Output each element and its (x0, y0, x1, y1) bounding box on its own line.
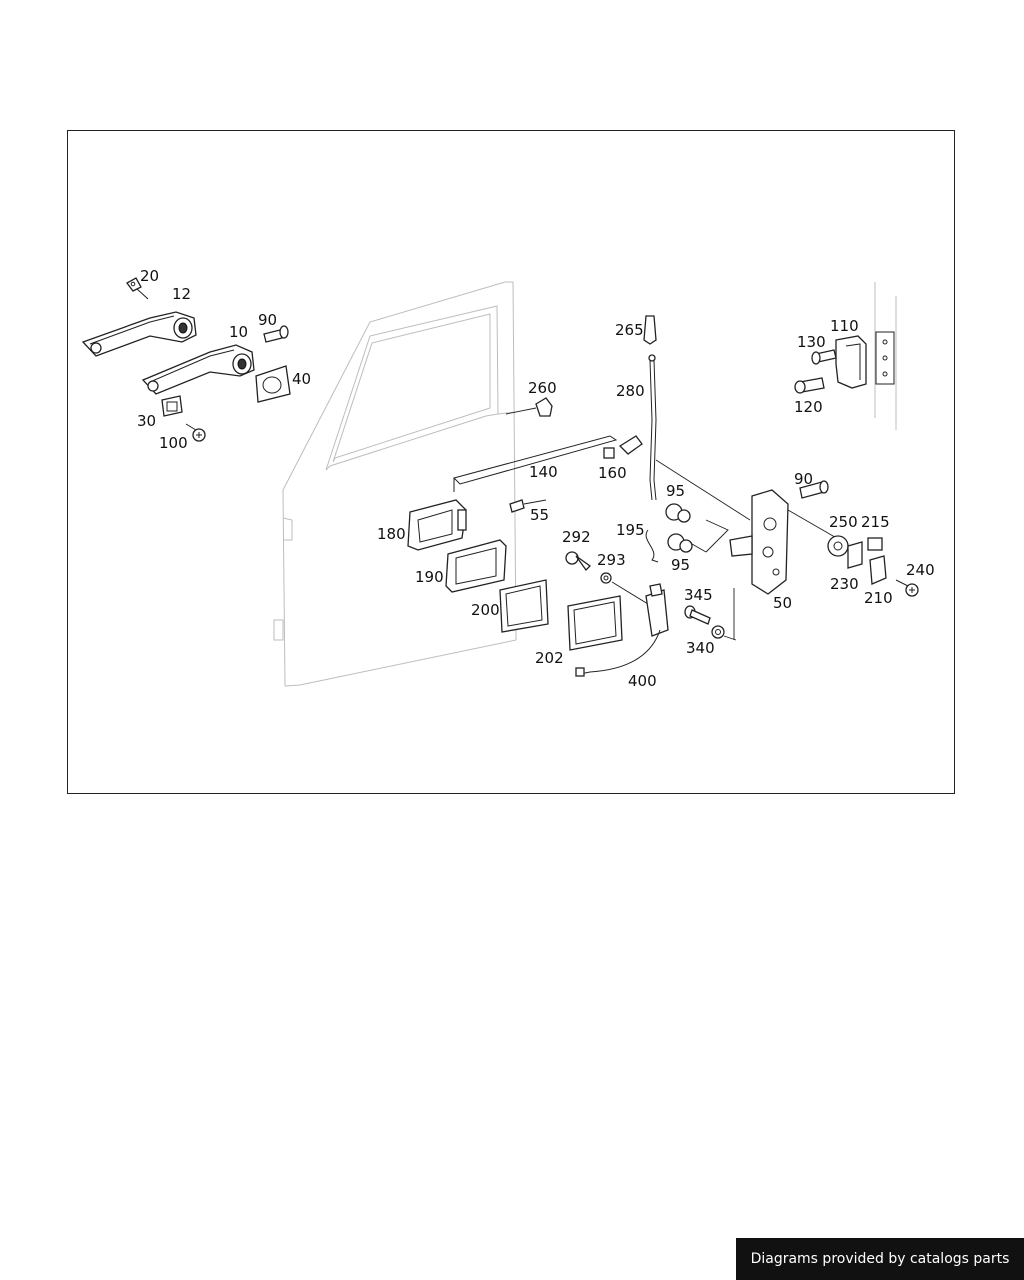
callout-230: 230 (830, 575, 859, 593)
lock-knob-part-265 (643, 315, 657, 345)
pin-part-55 (509, 499, 547, 513)
door-outline (273, 281, 517, 687)
callout-110: 110 (830, 317, 859, 335)
seal-part-202 (567, 595, 623, 651)
clip-part-260 (505, 397, 553, 417)
screw-part-130 (811, 349, 837, 365)
callout-260: 260 (528, 379, 557, 397)
part-215 (867, 537, 883, 551)
callout-100: 100 (159, 434, 188, 452)
diagram-frame (67, 130, 955, 794)
callout-90-left: 90 (258, 311, 277, 329)
screw-part-292 (565, 551, 592, 572)
washer-part-293 (600, 572, 649, 605)
callout-130: 130 (797, 333, 826, 351)
credit-banner: Diagrams provided by catalogs parts (736, 1238, 1024, 1280)
lock-rod-part-280 (648, 354, 751, 521)
callout-labels: 20 12 90 10 40 30 100 260 265 280 110 13… (137, 267, 935, 690)
callout-200: 200 (471, 601, 500, 619)
callout-190: 190 (415, 568, 444, 586)
callout-140: 140 (529, 463, 558, 481)
callout-240: 240 (906, 561, 935, 579)
callout-210: 210 (864, 589, 893, 607)
callout-340: 340 (686, 639, 715, 657)
striker-part-110 (835, 335, 867, 389)
gear-part-250 (827, 535, 849, 557)
actuator-part-400 (575, 583, 669, 677)
callout-120: 120 (794, 398, 823, 416)
grommet-part-95-lower (667, 533, 707, 553)
outer-handle-part-10 (141, 344, 255, 395)
clip-part-195 (645, 529, 659, 563)
callout-50: 50 (773, 594, 792, 612)
gasket-part-30 (161, 395, 183, 417)
inner-handle-part-180 (407, 499, 467, 551)
screw-part-90-right (787, 480, 841, 541)
callout-345: 345 (684, 586, 713, 604)
callout-160: 160 (598, 464, 627, 482)
screw-part-90-left (263, 325, 289, 343)
callout-180: 180 (377, 525, 406, 543)
screw-part-345 (684, 605, 711, 625)
gasket-part-40 (255, 365, 291, 403)
part-210 (869, 555, 887, 585)
callout-30: 30 (137, 412, 156, 430)
callout-400: 400 (628, 672, 657, 690)
callout-292: 292 (562, 528, 591, 546)
washer-part-340 (711, 625, 737, 641)
door-lock-part-50 (705, 489, 789, 640)
callout-20: 20 (140, 267, 159, 285)
callout-195: 195 (616, 521, 645, 539)
callout-10: 10 (229, 323, 248, 341)
handle-bezel-part-190 (445, 539, 507, 593)
outer-handle-part-12 (81, 311, 197, 357)
connecting-rod-part-140 (453, 435, 618, 492)
callout-280: 280 (616, 382, 645, 400)
screw-part-100 (185, 423, 206, 442)
part-230 (847, 541, 863, 569)
screw-part-240 (895, 579, 919, 597)
callout-12: 12 (172, 285, 191, 303)
callout-202: 202 (535, 649, 564, 667)
seal-part-200 (499, 579, 549, 633)
callout-293: 293 (597, 551, 626, 569)
key-part-20 (126, 277, 149, 300)
callout-215: 215 (861, 513, 890, 531)
callout-95-lower: 95 (671, 556, 690, 574)
callout-265: 265 (615, 321, 644, 339)
callout-55: 55 (530, 506, 549, 524)
grommet-part-95-upper (665, 503, 691, 523)
rod-clip-part-160 (603, 435, 643, 459)
callout-90-right: 90 (794, 470, 813, 488)
screw-part-120 (794, 377, 825, 394)
callout-250: 250 (829, 513, 858, 531)
callout-95-upper: 95 (666, 482, 685, 500)
door-hinge (874, 282, 897, 430)
callout-40: 40 (292, 370, 311, 388)
